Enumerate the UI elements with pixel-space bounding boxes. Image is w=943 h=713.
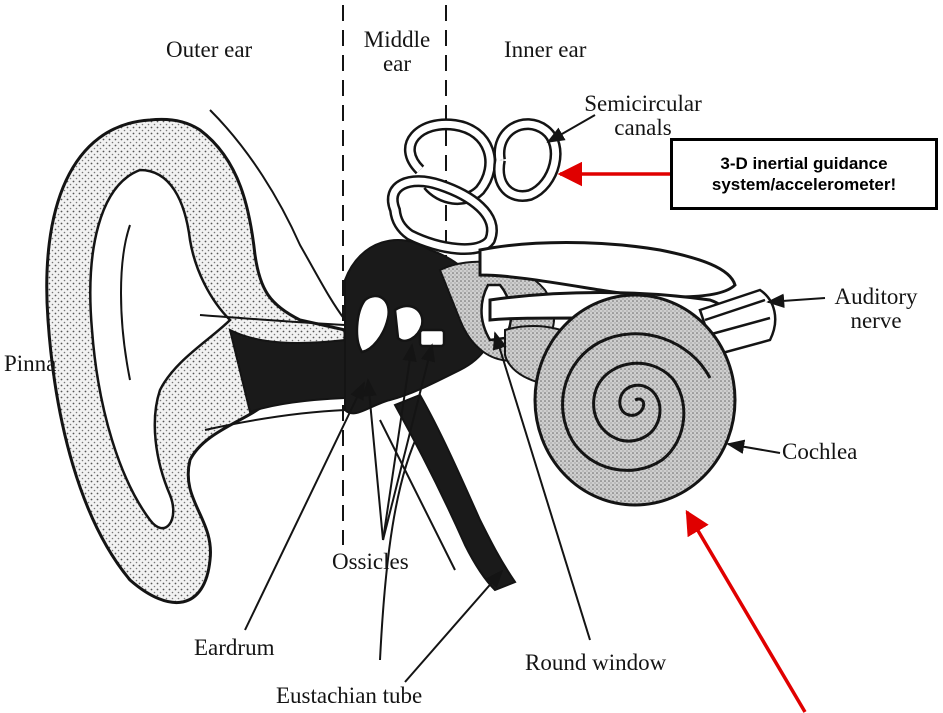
label-semicircular-line1: Semicircular [580,92,706,116]
callout-line2: system/accelerometer! [712,174,896,195]
label-eardrum: Eardrum [194,636,274,660]
label-outer-ear: Outer ear [166,38,252,62]
label-middle-ear: Middle ear [352,28,442,76]
label-eustachian-tube: Eustachian tube [276,684,422,708]
label-round-window: Round window [525,651,666,675]
label-ossicles: Ossicles [332,550,409,574]
label-cochlea: Cochlea [782,440,857,464]
cochlea [535,295,735,505]
label-middle-ear-line2: ear [352,52,442,76]
label-auditory-nerve: Auditory nerve [826,285,926,333]
label-pinna: Pinna [4,352,56,376]
label-auditory-line2: nerve [826,309,926,333]
label-auditory-line1: Auditory [826,285,926,309]
callout-line1: 3-D inertial guidance [720,153,887,174]
label-semicircular-line2: canals [580,116,706,140]
label-semicircular-canals: Semicircular canals [580,92,706,140]
label-middle-ear-line1: Middle [352,28,442,52]
label-inner-ear: Inner ear [504,38,586,62]
inertial-guidance-callout: 3-D inertial guidance system/acceleromet… [670,138,938,210]
